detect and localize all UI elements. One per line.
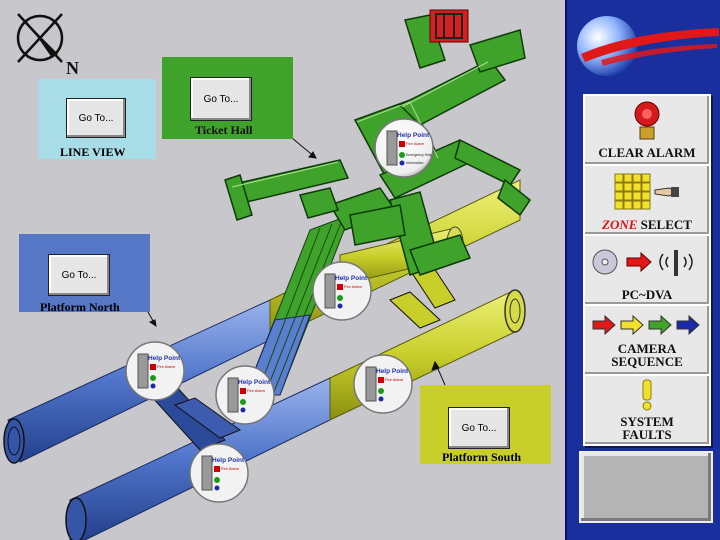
- ticket-hall-goto-button[interactable]: Go To...: [190, 77, 252, 121]
- help-point-alarm-text: Fire Alarm: [221, 466, 240, 471]
- line-view-panel: Go To... LINE VIEW: [38, 79, 156, 159]
- help-point-emergency: Emergency Help: [406, 153, 432, 157]
- zone-grid-icon: [614, 173, 679, 210]
- pc-dva-button[interactable]: PC~DVA: [583, 234, 711, 306]
- help-point-title: Help Point: [148, 355, 181, 362]
- blank-panel: [579, 451, 713, 523]
- control-sidebar: CLEAR ALARM ZONE SELECT PC~DVA: [565, 0, 720, 540]
- clear-alarm-label: CLEAR ALARM: [598, 145, 696, 160]
- platform-south-goto-button[interactable]: Go To...: [448, 407, 510, 449]
- alarm-bell-icon: [634, 101, 660, 140]
- help-point-title: Help Point: [212, 457, 245, 464]
- north-label: N: [66, 58, 79, 78]
- zone-word: ZONE: [602, 217, 638, 232]
- exit-gate-icon[interactable]: [429, 9, 469, 43]
- globe-logo-icon: [577, 16, 719, 76]
- pointer-arrows: [147, 137, 446, 386]
- camera-line1: CAMERA: [617, 341, 677, 356]
- platform-north-goto-button[interactable]: Go To...: [48, 254, 110, 296]
- help-point-alarm-text: Fire Alarm: [344, 284, 363, 289]
- system-faults-button[interactable]: SYSTEM FAULTS: [583, 374, 711, 446]
- help-point-platform-north-2[interactable]: Help Point Fire Alarm: [214, 364, 276, 426]
- help-point-platform-north-1[interactable]: Help Point Fire Alarm: [124, 340, 186, 402]
- platform-north-panel: Go To... Platform North: [19, 234, 150, 314]
- cross-passages: [149, 261, 456, 451]
- help-point-platform-south[interactable]: Help Point Fire Alarm: [352, 353, 414, 415]
- exclamation-icon: [642, 379, 652, 411]
- camera-sequence-button[interactable]: CAMERA SEQUENCE: [583, 304, 711, 376]
- zone-select-button[interactable]: ZONE SELECT: [583, 164, 711, 236]
- clear-alarm-button[interactable]: CLEAR ALARM: [583, 94, 711, 166]
- system-faults-line1: SYSTEM: [620, 414, 674, 429]
- help-point-alarm-text: Fire Alarm: [157, 364, 176, 369]
- help-point-escalator[interactable]: Help Point Fire Alarm: [311, 260, 373, 322]
- help-point-title: Help Point: [335, 275, 368, 282]
- line-view-label: LINE VIEW: [60, 145, 126, 159]
- help-point-title: Help Point: [376, 368, 409, 375]
- platform-north-label: Platform North: [40, 300, 120, 314]
- platform-south-panel: Go To... Platform South: [420, 385, 551, 464]
- select-word: SELECT: [637, 217, 692, 232]
- zone-select-label: ZONE SELECT: [585, 218, 709, 231]
- help-point-title: Help Point: [238, 379, 271, 386]
- system-faults-line2: FAULTS: [622, 427, 672, 442]
- camera-line2: SEQUENCE: [611, 354, 683, 369]
- platform-south-label: Platform South: [442, 450, 521, 464]
- line-view-goto-button[interactable]: Go To...: [66, 98, 126, 138]
- help-point-alarm-text: Fire Alarm: [247, 388, 266, 393]
- help-point-alarm-text: Fire Alarm: [406, 141, 425, 146]
- ticket-hall-label: Ticket Hall: [195, 123, 253, 137]
- pc-dva-icon: [592, 249, 693, 276]
- help-point-ticket-hall[interactable]: Help Point Fire Alarm Emergency Help Inf…: [373, 117, 435, 179]
- help-point-title: Help Point: [397, 132, 430, 139]
- help-point-info: Information: [406, 161, 424, 165]
- help-point-alarm-text: Fire Alarm: [385, 377, 404, 382]
- camera-sequence-arrows-icon: [592, 314, 700, 336]
- help-point-platform-front[interactable]: Help Point Fire Alarm: [188, 442, 250, 504]
- compass-icon: [16, 13, 64, 63]
- pc-dva-label: PC~DVA: [621, 287, 673, 302]
- ticket-hall-panel: Go To... Ticket Hall: [162, 57, 293, 139]
